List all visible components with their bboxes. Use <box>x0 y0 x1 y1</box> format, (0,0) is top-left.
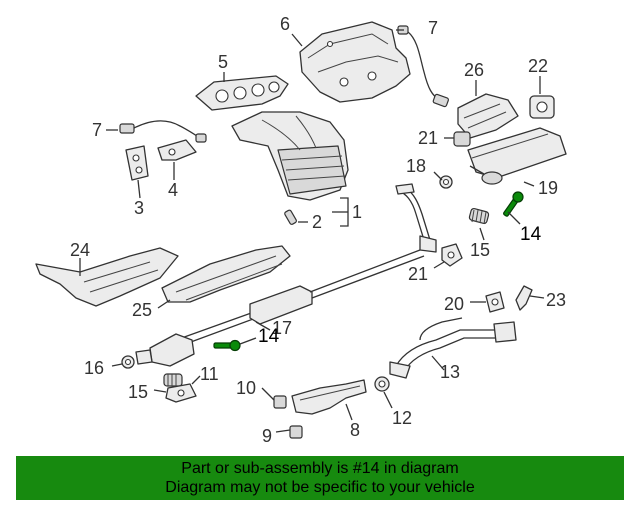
part-front-exhaust-pipe <box>395 183 437 253</box>
banner-line-1: Part or sub-assembly is #14 in diagram <box>181 460 459 477</box>
callout-17: 17 <box>272 318 292 338</box>
callout-8: 8 <box>350 420 360 440</box>
callout-16: 16 <box>84 358 104 378</box>
part-7-oxygen-sensor-left <box>119 120 207 143</box>
callout-21-upper: 21 <box>418 128 438 148</box>
part-17-center-pipe <box>175 249 425 347</box>
part-14-bolt-left-highlighted <box>213 339 241 352</box>
callout-3: 3 <box>134 198 144 218</box>
part-21-clamp-upper <box>453 131 471 147</box>
callout-10: 10 <box>236 378 256 398</box>
callout-25: 25 <box>132 300 152 320</box>
callout-numbers: 6 7 5 7 3 4 2 1 26 22 21 18 19 14 15 21 … <box>70 14 566 446</box>
callout-22: 22 <box>528 56 548 76</box>
part-19-muffler <box>467 127 567 185</box>
callout-18: 18 <box>406 156 426 176</box>
info-banner: Part or sub-assembly is #14 in diagram D… <box>16 456 624 500</box>
part-1-exhaust-manifold-converter <box>231 111 349 201</box>
part-6-manifold-cover <box>299 21 411 103</box>
callout-15-left: 15 <box>128 382 148 402</box>
part-2-stud <box>284 209 297 225</box>
part-24-heat-shield <box>35 247 179 307</box>
part-9-nut <box>289 425 303 439</box>
banner-line-2: Diagram may not be specific to your vehi… <box>165 479 475 496</box>
part-18-gasket <box>439 175 453 189</box>
part-3-bracket <box>125 145 149 181</box>
part-16-gasket-ring <box>121 355 135 369</box>
callout-1: 1 <box>352 202 362 222</box>
callout-7-upper: 7 <box>428 18 438 38</box>
part-7-oxygen-sensor-upper <box>397 25 449 108</box>
callout-13: 13 <box>440 362 460 382</box>
part-lower-catalytic-converter <box>135 333 195 367</box>
part-5-gasket <box>195 75 289 111</box>
callout-leader-lines <box>79 29 545 433</box>
part-22-rubber-mount <box>529 95 555 119</box>
part-11-flange <box>165 383 197 403</box>
part-4-bracket <box>157 139 197 161</box>
callout-4: 4 <box>168 180 178 200</box>
callout-12: 12 <box>392 408 412 428</box>
part-26-heat-shield <box>457 93 519 139</box>
callout-23: 23 <box>546 290 566 310</box>
part-23-bracket <box>515 285 533 311</box>
callout-5: 5 <box>218 52 228 72</box>
part-21-clamp-lower <box>441 243 463 267</box>
part-25-heat-shield <box>161 245 291 303</box>
callout-19: 19 <box>538 178 558 198</box>
part-14-bolt-right-highlighted <box>503 191 524 217</box>
callout-21-lower: 21 <box>408 264 428 284</box>
part-15-spring-left <box>163 373 183 387</box>
callout-24: 24 <box>70 240 90 260</box>
callout-11: 11 <box>200 364 219 384</box>
part-12-gasket <box>374 376 390 392</box>
part-8-pipe-section <box>291 379 367 415</box>
callout-20: 20 <box>444 294 464 314</box>
callout-14-left: 14 <box>258 326 280 347</box>
part-20-hanger-rubber <box>485 291 505 313</box>
part-10-nut <box>273 395 287 409</box>
part-13-tail-pipe <box>389 317 517 379</box>
callout-9: 9 <box>262 426 272 446</box>
callout-14-right: 14 <box>520 224 542 245</box>
callout-7-left: 7 <box>92 120 102 140</box>
callout-26: 26 <box>464 60 484 80</box>
callout-15-right: 15 <box>470 240 490 260</box>
part-15-spring-right <box>468 207 490 225</box>
callout-6: 6 <box>280 14 290 34</box>
callout-2: 2 <box>312 212 322 232</box>
